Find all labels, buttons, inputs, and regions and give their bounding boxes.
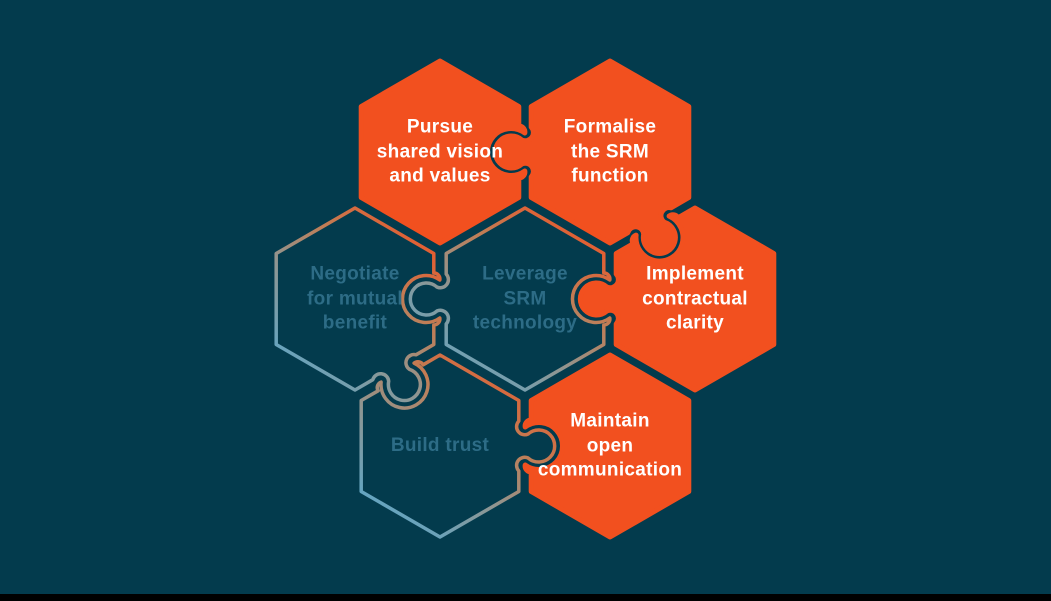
puzzle-piece-leverage [408, 206, 612, 392]
puzzle-piece-formalise [492, 58, 692, 256]
puzzle-piece-negotiate [274, 206, 442, 403]
footer-bar [0, 594, 1051, 601]
puzzle-piece-pursue [358, 58, 528, 246]
puzzle-piece-maintain [522, 352, 692, 540]
puzzle-piece-build-trust [359, 353, 557, 539]
puzzle-piece-implement [577, 205, 777, 393]
